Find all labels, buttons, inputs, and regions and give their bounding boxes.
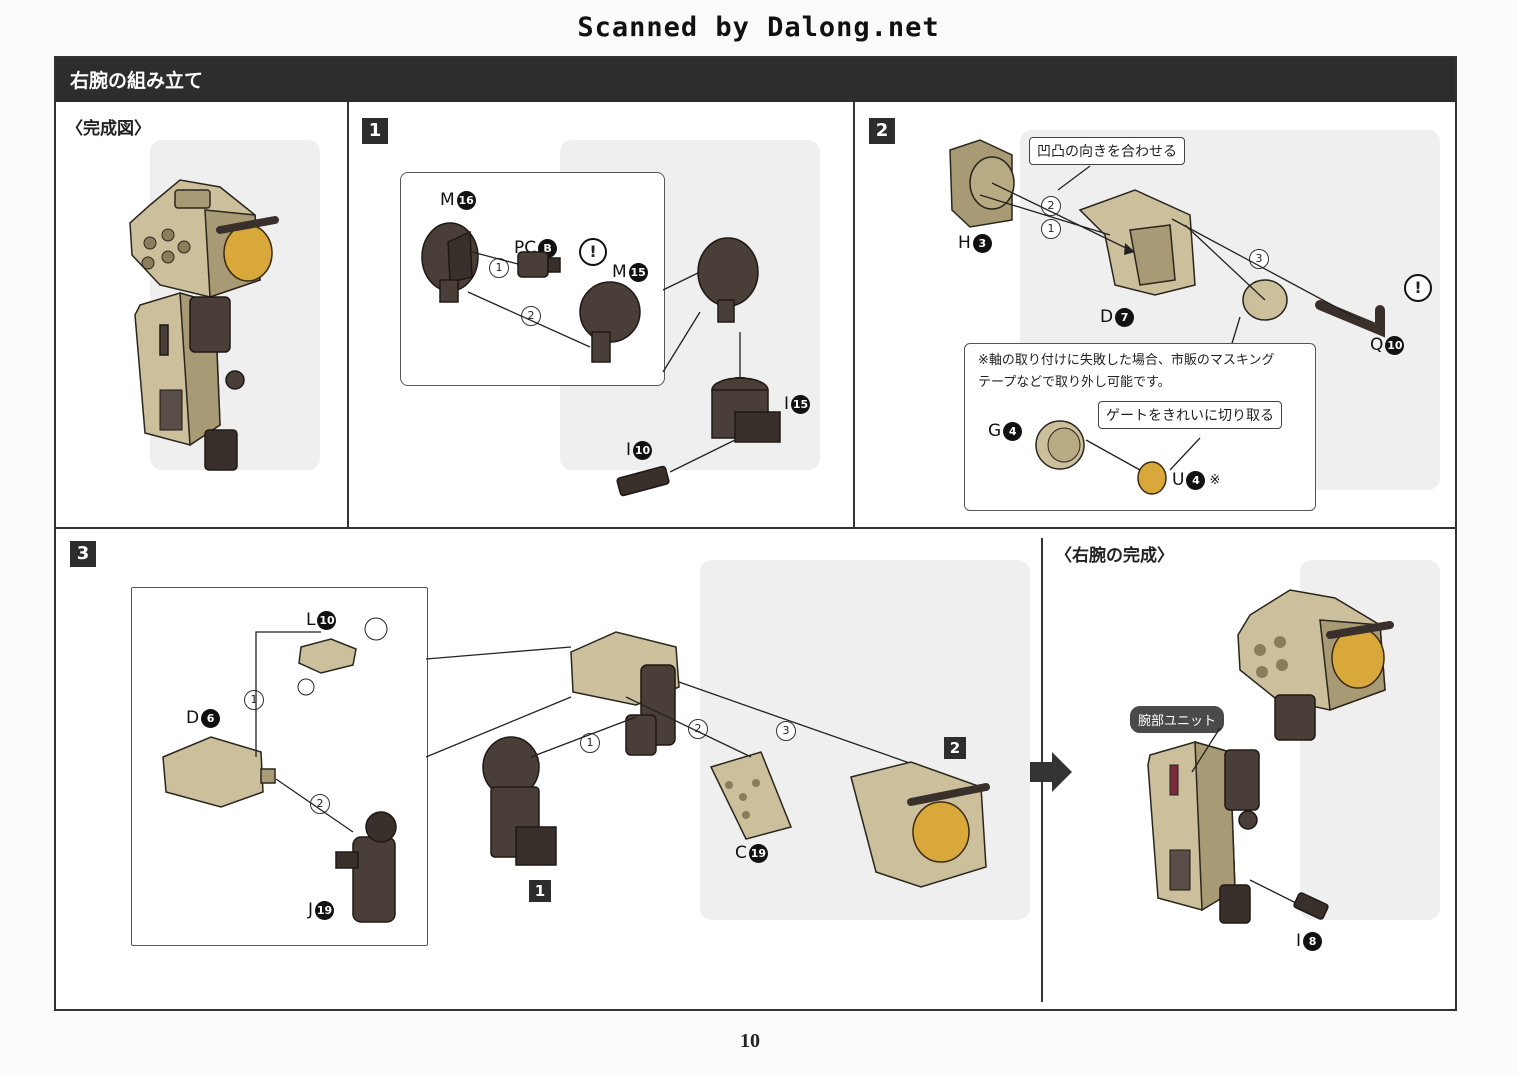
ref-step-2: 2: [944, 737, 966, 759]
final-arm-label: 〈右腕の完成〉: [1055, 546, 1174, 566]
completed-view-label: 〈完成図〉: [66, 119, 151, 139]
order-marker-1: 1: [244, 690, 264, 710]
masking-tape-note: ※軸の取り付けに失敗した場合、市販のマスキング テープなどで取り外し可能です。: [978, 350, 1275, 394]
order-marker-1: 1: [580, 733, 600, 753]
callout-align-notch: 凹凸の向きを合わせる: [1029, 137, 1185, 165]
proceed-arrow-icon: [1030, 752, 1072, 792]
callout-cut-gate: ゲートをきれいに切り取る: [1098, 401, 1282, 429]
order-marker-1: 1: [489, 258, 509, 278]
divider-v2: [853, 102, 855, 528]
step-number-3: 3: [70, 541, 96, 567]
order-marker-2: 2: [688, 719, 708, 739]
page-number: 10: [740, 1030, 760, 1052]
order-marker-3: 3: [776, 721, 796, 741]
order-marker-1: 1: [1041, 219, 1061, 239]
divider-h: [56, 527, 1455, 529]
step-number-1: 1: [362, 118, 388, 144]
warning-icon: !: [579, 238, 607, 266]
order-marker-3: 3: [1249, 249, 1269, 269]
step2-illustration: [949, 139, 1385, 351]
step-number-2: 2: [869, 118, 895, 144]
scan-credit: Scanned by Dalong.net: [577, 12, 940, 43]
warning-icon: !: [1404, 274, 1432, 302]
header-bar: 右腕の組み立て: [56, 58, 1455, 102]
g4-u4-illustration: [1035, 420, 1201, 495]
step3-illustration: [162, 617, 990, 923]
note-line-2: テープなどで取り外し可能です。: [978, 375, 1171, 390]
completed-arm-illustration: [129, 179, 279, 471]
final-arm-illustration: [1147, 589, 1394, 924]
step1-illustration: [421, 222, 781, 497]
page-title: 右腕の組み立て: [70, 70, 204, 92]
callout-arm-unit: 腕部ユニット: [1130, 706, 1225, 733]
divider-v1: [347, 102, 349, 528]
order-marker-2: 2: [1041, 196, 1061, 216]
note-line-1: ※軸の取り付けに失敗した場合、市販のマスキング: [978, 353, 1275, 368]
order-marker-2: 2: [310, 794, 330, 814]
ref-step-1: 1: [529, 880, 551, 902]
